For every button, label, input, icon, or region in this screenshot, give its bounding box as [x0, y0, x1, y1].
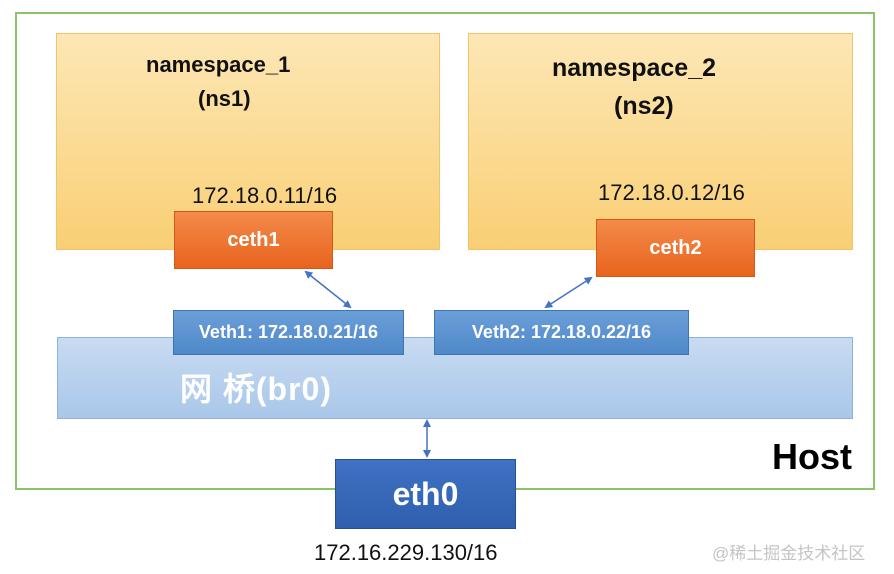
namespace-1-short: (ns1): [198, 86, 251, 111]
namespace-2-name: namespace_2: [552, 54, 717, 82]
veth2-node: Veth2: 172.18.0.22/16: [434, 310, 689, 355]
veth1-label: Veth1: 172.18.0.21/16: [198, 322, 379, 342]
watermark: @稀土掘金技术社区: [712, 544, 866, 563]
ceth1-label: ceth1: [227, 228, 280, 251]
eth0-ip: 172.16.229.130/16: [314, 540, 498, 565]
eth0-label: eth0: [392, 475, 459, 512]
veth2-label: Veth2: 172.18.0.22/16: [471, 322, 652, 342]
ceth2-node: ceth2: [596, 219, 755, 277]
veth1-node: Veth1: 172.18.0.21/16: [173, 310, 404, 355]
namespace-1-ip: 172.18.0.11/16: [192, 183, 338, 208]
host-label: Host: [772, 436, 852, 477]
namespace-2-short: (ns2): [614, 92, 674, 120]
namespace-1-name: namespace_1: [146, 52, 291, 77]
ceth1-node: ceth1: [174, 211, 333, 269]
ceth2-label: ceth2: [649, 236, 702, 259]
namespace-2-ip: 172.18.0.12/16: [598, 180, 745, 205]
bridge-label: 网 桥(br0): [180, 371, 333, 407]
eth0-node: eth0: [335, 459, 516, 529]
